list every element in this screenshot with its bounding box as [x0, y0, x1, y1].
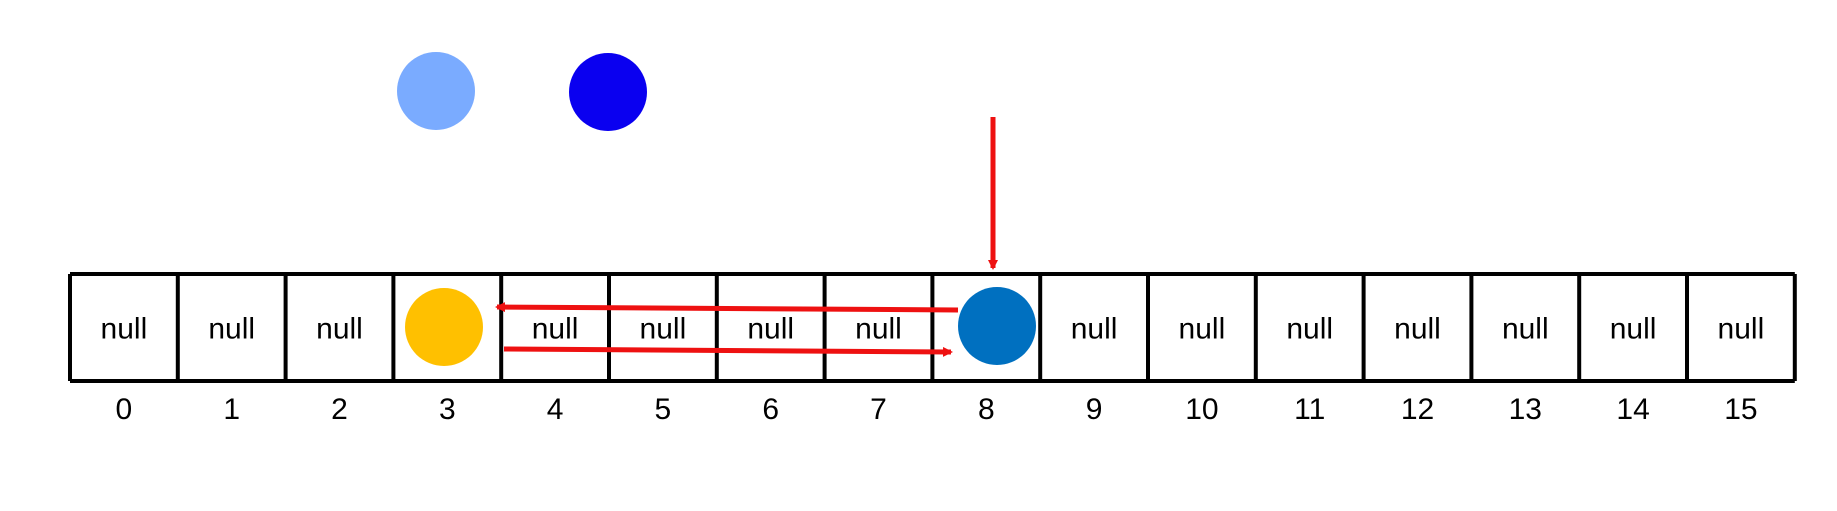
- index-label-14: 14: [1616, 393, 1649, 426]
- cell-6-content: null: [747, 313, 794, 346]
- index-label-15: 15: [1724, 393, 1757, 426]
- index-label-9: 9: [1086, 393, 1103, 426]
- probe-arrow-back: [495, 302, 959, 313]
- index-label-6: 6: [762, 393, 779, 426]
- cell-7-content: null: [855, 313, 902, 346]
- bright-blue-ball: [569, 53, 647, 131]
- index-label-8: 8: [978, 393, 995, 426]
- index-label-5: 5: [655, 393, 672, 426]
- cell-9-content: null: [1071, 313, 1118, 346]
- cell-2-content: null: [316, 313, 363, 346]
- blue-ball: [958, 287, 1036, 365]
- cell-4-content: null: [532, 313, 579, 346]
- cell-1-content: null: [208, 313, 255, 346]
- index-label-2: 2: [331, 393, 348, 426]
- index-label-0: 0: [116, 393, 133, 426]
- light-blue-ball: [397, 52, 475, 130]
- cell-10-content: null: [1179, 313, 1226, 346]
- probe-arrow-forward: [503, 346, 953, 357]
- index-label-4: 4: [547, 393, 564, 426]
- index-label-13: 13: [1509, 393, 1542, 426]
- array-row: null null null null null null null null null null…: [68, 272, 1797, 383]
- index-label-12: 12: [1401, 393, 1434, 426]
- cell-11-content: null: [1286, 313, 1333, 346]
- index-label-10: 10: [1185, 393, 1218, 426]
- cell-12-content: null: [1394, 313, 1441, 346]
- index-label-7: 7: [870, 393, 887, 426]
- cell-5-content: null: [640, 313, 687, 346]
- cell-14-content: null: [1610, 313, 1657, 346]
- cell-15-content: null: [1718, 313, 1765, 346]
- cell-13-content: null: [1502, 313, 1549, 346]
- gold-ball: [405, 288, 483, 366]
- index-label-1: 1: [223, 393, 240, 426]
- index-label-3: 3: [439, 393, 456, 426]
- index-label-11: 11: [1294, 393, 1325, 426]
- cell-0-content: null: [101, 313, 148, 346]
